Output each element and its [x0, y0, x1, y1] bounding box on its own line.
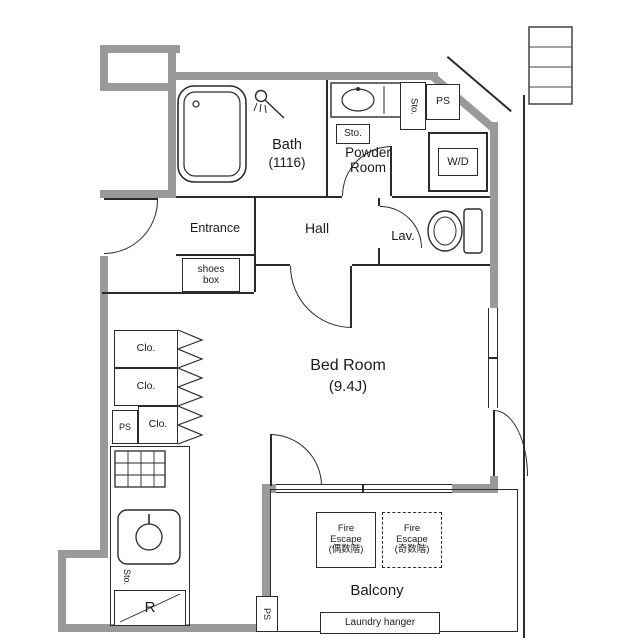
- entrance-door-arc: [104, 200, 158, 254]
- exterior-wall-right-upper: [490, 122, 498, 308]
- exterior-wall-notch-left: [100, 45, 108, 91]
- exterior-wall-entrance-top: [100, 190, 176, 198]
- toilet-icon: [427, 208, 483, 254]
- refrigerator-label: R: [144, 598, 156, 616]
- pipe-space-top-box: [426, 84, 460, 120]
- bath-label: Bath: [272, 136, 302, 153]
- entrance-label: Entrance: [189, 221, 241, 235]
- closet-1-label: Clo.: [136, 342, 156, 355]
- fire-escape-odd-hatch: [382, 512, 442, 568]
- closet-3-label: Clo.: [148, 418, 168, 431]
- laundry-hanger-label: Laundry hanger: [344, 617, 416, 629]
- exterior-wall-right-lower: [490, 476, 498, 493]
- lavatory-label: Lav.: [391, 227, 415, 243]
- wall-bedroom-north-a: [254, 264, 290, 266]
- balcony-window-tick: [362, 484, 364, 493]
- kitchen-passage-door-leaf: [270, 434, 272, 486]
- balcony-label: Balcony: [350, 581, 404, 599]
- powder-room-door-leaf: [390, 146, 392, 196]
- hall-label: Hall: [304, 220, 330, 237]
- stairs-icon: [528, 26, 573, 105]
- powder-storage-inner-box: [336, 124, 370, 144]
- stove-icon: [114, 450, 166, 488]
- wall-window-left-segment: [262, 484, 276, 493]
- exterior-wall-top: [168, 72, 438, 80]
- vanity-sink-icon: [330, 82, 402, 118]
- entrance-step-line: [176, 254, 254, 256]
- wall-hall-lav-divider-a: [378, 198, 380, 206]
- bedroom-door-arc: [290, 266, 352, 328]
- powder-storage-right-label: Sto.: [408, 97, 420, 115]
- fire-escape-even-hatch: [316, 512, 376, 568]
- closet-folding-doors-icon: [176, 329, 204, 445]
- pipe-space-balcony-box: [256, 596, 278, 632]
- wall-top-rooms-south-b: [392, 196, 490, 198]
- powder-room-label: Powder Room: [345, 144, 391, 175]
- laundry-hanger-box: [320, 612, 440, 634]
- kitchen-sink-icon: [117, 509, 181, 565]
- pipe-space-balcony-label: PS: [262, 607, 273, 620]
- wall-top-rooms-south-a: [176, 196, 342, 198]
- shoes-box: [182, 258, 240, 292]
- exterior-wall-bath-left: [168, 45, 176, 198]
- powder-storage-inner-label: Sto.: [344, 128, 362, 140]
- fire-escape-odd-label: Fire Escape (奇数階): [394, 523, 430, 556]
- pipe-space-left-box: [112, 410, 138, 444]
- pipe-space-left-label: PS: [118, 421, 131, 432]
- wall-window-right-segment: [452, 484, 490, 493]
- wall-bath-powder-divider: [326, 80, 328, 198]
- terrace-door-leaf: [493, 410, 495, 476]
- bath-size-label: (1116): [268, 155, 306, 171]
- site-boundary-line: [523, 95, 525, 638]
- bedroom-door-leaf: [350, 266, 352, 328]
- wall-entrance-south: [102, 292, 254, 294]
- kitchen-passage-door-arc: [270, 434, 322, 486]
- wall-balcony-left: [262, 489, 270, 632]
- wall-hall-lav-divider-b: [378, 248, 380, 266]
- closet-3-box: [138, 406, 178, 444]
- exterior-wall-notch-top: [100, 45, 180, 53]
- exterior-wall-step-horizontal: [58, 550, 108, 558]
- closet-1-box: [114, 330, 178, 368]
- washer-dryer-unit-box: [438, 148, 478, 176]
- closet-2-label: Clo.: [136, 380, 156, 393]
- exterior-wall-step-vertical: [58, 550, 66, 632]
- balcony-window: [276, 484, 452, 493]
- shoes-box-label: shoes box: [197, 263, 225, 286]
- entrance-door-leaf: [104, 198, 158, 200]
- exterior-wall-left: [100, 256, 108, 558]
- wall-entrance-hall-divider: [254, 198, 256, 292]
- bathtub-icon: [177, 85, 247, 183]
- exterior-wall-notch-bottom: [100, 83, 176, 91]
- powder-storage-right-box: [400, 82, 426, 130]
- pipe-space-top-label: PS: [435, 95, 450, 108]
- fire-escape-even-label: Fire Escape (偶数階): [328, 523, 364, 556]
- bedroom-size-label: (9.4J): [328, 378, 368, 396]
- wall-bedroom-north-b: [352, 264, 490, 266]
- kitchen-storage-label: Sto.: [122, 568, 133, 585]
- shower-icon: [253, 89, 285, 119]
- washer-dryer-label: W/D: [447, 155, 469, 168]
- bedroom-label: Bed Room: [310, 357, 386, 375]
- bedroom-right-window-tick: [488, 357, 498, 359]
- refrigerator-hatch-icon: [119, 593, 181, 623]
- exterior-wall-bottom: [58, 624, 270, 632]
